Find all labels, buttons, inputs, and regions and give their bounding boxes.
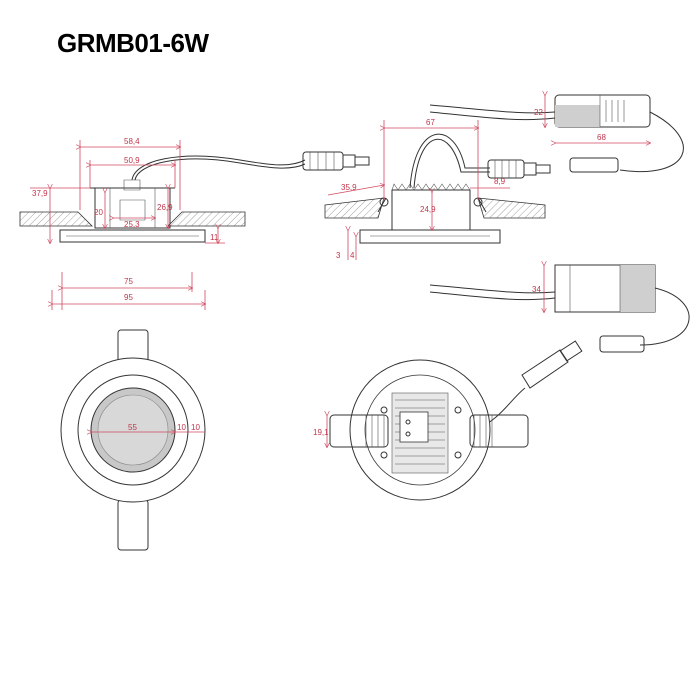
- product-title: GRMB01-6W: [57, 28, 209, 58]
- back-view: 19,1: [313, 359, 529, 501]
- dim-68: 68: [597, 133, 606, 142]
- dim-24-9: 24,9: [420, 205, 436, 214]
- dim-11: 11: [210, 233, 219, 242]
- driver-top: 22 68: [429, 95, 684, 173]
- dim-95: 95: [124, 293, 133, 302]
- dim-8-9: 8,9: [494, 177, 506, 186]
- dim-35-9: 35,9: [341, 183, 357, 192]
- section-view: 67 35,9 24,9 8,9 3 4: [324, 118, 551, 260]
- dim-75: 75: [124, 277, 133, 286]
- dim-3: 3: [336, 251, 341, 260]
- ceiling-left-section: [324, 197, 385, 219]
- dim-58-4: 58,4: [124, 137, 140, 146]
- ceiling-left: [19, 211, 93, 227]
- ceiling-right: [167, 211, 246, 227]
- dim-19-1: 19,1: [313, 428, 329, 437]
- dim-55: 55: [128, 423, 137, 432]
- driver-side: 34: [429, 265, 690, 431]
- dim-67: 67: [426, 118, 435, 127]
- dim-10-a: 10: [177, 423, 186, 432]
- dim-4: 4: [350, 251, 355, 260]
- dim-20: 20: [94, 208, 103, 217]
- dim-10-b: 10: [191, 423, 200, 432]
- side-view: 58,4 50,9 37,9 20 25,3 26,9 11 75: [19, 137, 370, 310]
- dim-50-9: 50,9: [124, 156, 140, 165]
- dim-34: 34: [532, 285, 541, 294]
- ceiling-right-section: [477, 197, 546, 219]
- dim-37-9: 37,9: [32, 189, 48, 198]
- dim-26-9: 26,9: [157, 203, 173, 212]
- dim-25-3: 25,3: [124, 220, 140, 229]
- dim-22: 22: [534, 108, 543, 117]
- front-view: 55 10 10: [60, 329, 206, 551]
